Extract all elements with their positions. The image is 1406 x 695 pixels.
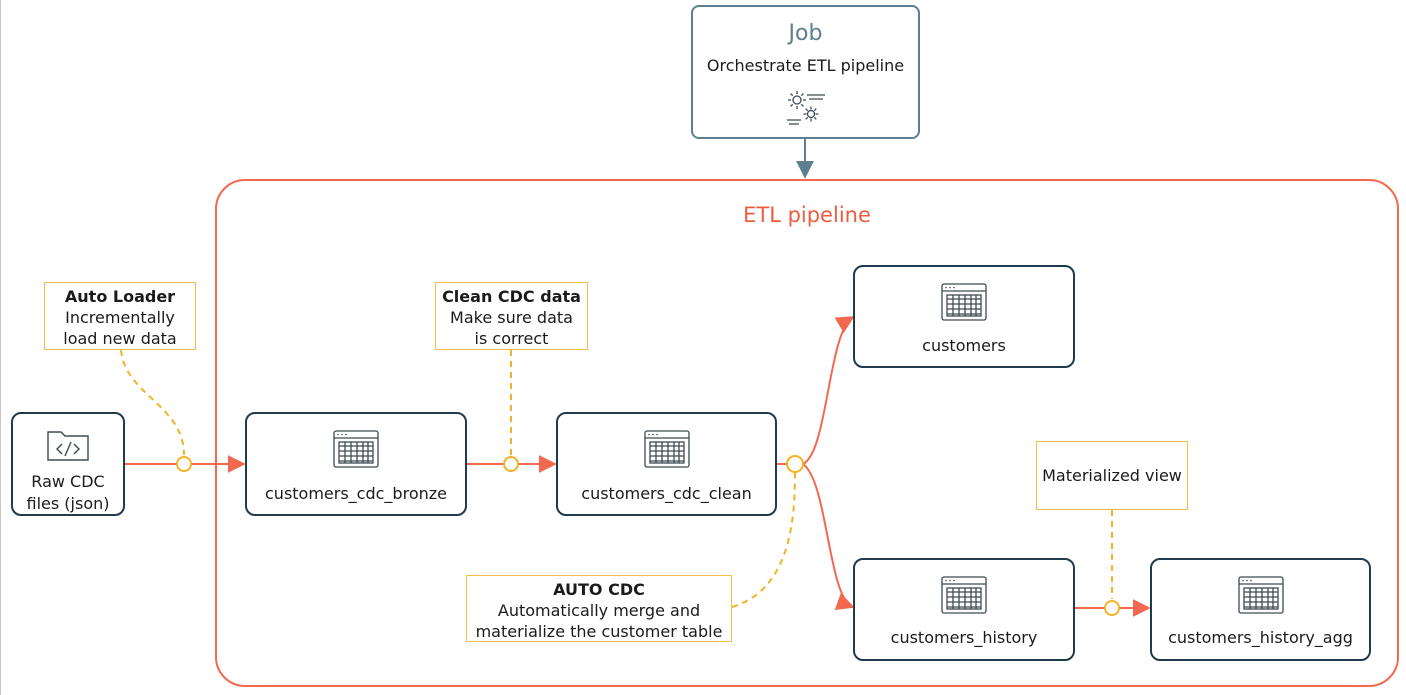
auto-cdc-dashed-connector [731,472,796,608]
junction-to-history-arrow [802,463,855,610]
customers-cdc-clean-label: customers_cdc_clean [581,484,752,503]
clean-cdc-junction [503,456,519,472]
table-icon [941,576,987,614]
auto-loader-note-title: Auto Loader [64,287,176,306]
customers-history-agg-box[interactable]: customers_history_agg [1150,558,1371,661]
auto-cdc-note-title: AUTO CDC [553,580,645,599]
auto-loader-dashed-connector [120,349,185,456]
auto-cdc-note-line2: materialize the customer table [475,622,723,641]
auto-loader-junction [176,456,192,472]
table-icon [333,430,379,468]
customers-history-label: customers_history [890,628,1038,647]
raw-cdc-label-line1: Raw CDC [31,472,105,491]
materialized-view-note: Materialized view [1036,441,1188,510]
left-edge-rule [0,0,1,695]
junction-to-customers-arrow [802,316,855,465]
gear-pipeline-icon [786,91,825,125]
clean-cdc-note-line2: is correct [474,329,549,348]
materialized-view-note-line1: Materialized view [1042,466,1182,485]
customers-box[interactable]: customers [853,265,1075,368]
auto-cdc-note: AUTO CDC Automatically merge and materia… [466,575,732,642]
table-icon [1237,576,1284,614]
raw-cdc-label-line2: files (json) [26,494,110,513]
customers-cdc-clean-box[interactable]: customers_cdc_clean [556,412,777,516]
auto-loader-note: Auto Loader Incrementally load new data [44,282,196,350]
customers-history-box[interactable]: customers_history [853,558,1075,661]
code-folder-icon [47,431,89,461]
customers-cdc-bronze-box[interactable]: customers_cdc_bronze [245,412,467,516]
clean-cdc-note: Clean CDC data Make sure data is correct [435,282,588,350]
job-subtitle: Orchestrate ETL pipeline [706,56,905,75]
auto-loader-note-line1: Incrementally [65,308,175,327]
auto-cdc-junction [786,455,804,473]
etl-pipeline-title: ETL pipeline [743,203,871,227]
auto-loader-note-line2: load new data [63,329,177,348]
customers-history-agg-label: customers_history_agg [1168,628,1353,647]
job-box[interactable]: Job Orchestrate ETL pipeline [691,5,920,139]
clean-cdc-note-line1: Make sure data [450,308,573,327]
table-icon [941,283,987,321]
job-title: Job [788,21,823,46]
table-icon [643,430,690,468]
materialized-junction [1104,600,1120,616]
customers-cdc-bronze-label: customers_cdc_bronze [265,484,447,503]
raw-cdc-files-box[interactable]: Raw CDC files (json) [11,412,125,516]
auto-cdc-note-line1: Automatically merge and [497,601,701,620]
clean-cdc-note-title: Clean CDC data [442,287,581,306]
customers-label: customers [922,336,1006,355]
etl-pipeline-frame: ETL pipeline [215,179,1399,687]
